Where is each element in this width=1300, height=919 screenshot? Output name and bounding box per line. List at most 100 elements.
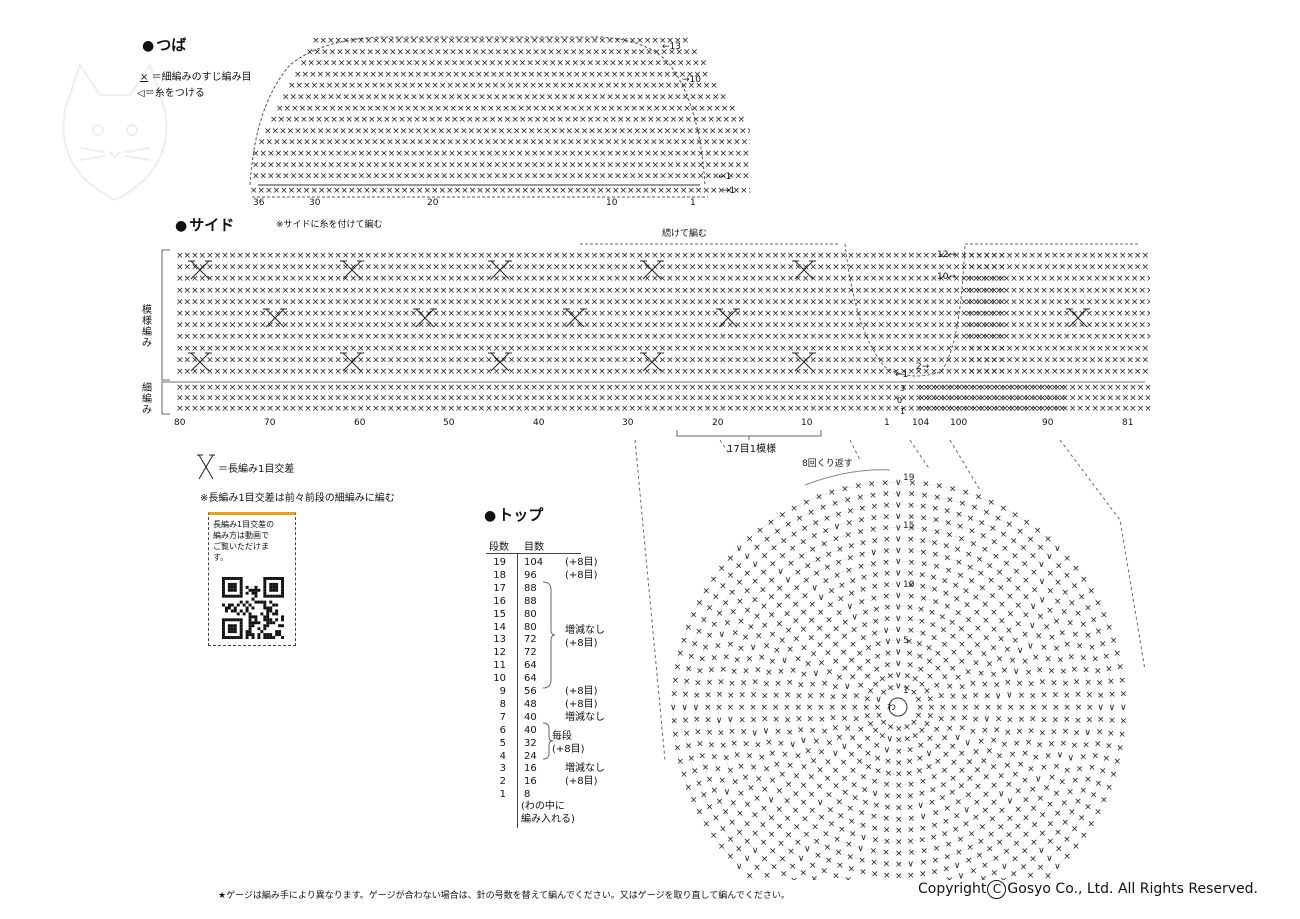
top-stitch: ×: [800, 763, 808, 773]
top-stitch: ×: [911, 675, 919, 685]
top-stitch: ×: [825, 856, 833, 866]
top-stitch: ×: [780, 870, 788, 880]
top-stitch: ×: [793, 635, 801, 645]
top-stitch: ×: [801, 815, 809, 825]
top-stitch: ×: [1066, 618, 1074, 628]
top-stitch: ×: [856, 757, 864, 767]
top-stitch: ×: [683, 677, 691, 687]
qr-module: [275, 633, 279, 637]
table-row-num: 19: [493, 557, 506, 568]
top-stitch: ×: [1082, 740, 1090, 750]
qr-module: [263, 624, 267, 628]
qr-text-3: ご覧いただけま: [213, 542, 269, 551]
top-stitch: ∨: [752, 846, 759, 856]
top-stitch: ×: [712, 814, 720, 824]
top-stitch: ×: [1029, 552, 1037, 562]
top-stitch: ×: [871, 777, 879, 787]
top-stitch: ∨: [1030, 602, 1037, 612]
qr-module: [269, 636, 273, 639]
top-stitch: ×: [972, 813, 980, 823]
qr-code-icon[interactable]: [222, 577, 284, 639]
top-stitch: ∨: [895, 580, 902, 590]
qr-module: [248, 624, 252, 628]
top-stitch: ×: [1068, 808, 1076, 818]
top-stitch: ×: [1046, 837, 1054, 847]
top-stitch: ×: [746, 752, 754, 762]
top-stitch: ×: [895, 849, 903, 859]
top-stitch: ×: [946, 875, 954, 880]
top-stitch: ×: [1097, 691, 1105, 701]
top-stitch: ×: [840, 703, 848, 713]
top-stitch: ×: [939, 612, 947, 622]
top-stitch: ×: [872, 726, 880, 736]
top-stitch: ×: [966, 774, 974, 784]
top-stitch: ∨: [920, 812, 927, 822]
table-row-num: 17: [493, 582, 506, 594]
top-stitch: ×: [1040, 643, 1048, 653]
top-stitch: ×: [1000, 504, 1008, 514]
top-stitch: ×: [727, 554, 735, 564]
top-stitch: ∨: [895, 670, 902, 680]
top-stitch: ×: [933, 879, 941, 880]
top-stitch: ∨: [811, 584, 818, 594]
qr-module: [281, 591, 284, 595]
top-stitch: ×: [846, 804, 854, 814]
top-stitch: ×: [841, 632, 849, 642]
qr-module: [239, 627, 243, 631]
top-stitch: ×: [761, 703, 769, 713]
top-stitch: ×: [909, 478, 917, 488]
top-stitch: ×: [799, 868, 807, 878]
top-stitch: ×: [794, 568, 802, 578]
qr-module: [275, 630, 279, 634]
top-stitch: ×: [1016, 727, 1024, 737]
side-row: ××××××××××××××××××××××××××××××××××××××××…: [176, 309, 1006, 319]
top-stitch: ×: [872, 680, 880, 690]
top-stitch: ×: [804, 747, 812, 757]
top-stitch: ×: [809, 600, 817, 610]
qr-module: [281, 579, 284, 583]
qr-module: [230, 609, 234, 613]
top-stitch: ×: [1021, 847, 1029, 857]
top-stitch: ×: [1062, 588, 1070, 598]
top-stitch: ×: [832, 724, 840, 734]
top-stitch: ×: [880, 688, 888, 698]
top-stitch: ×: [981, 600, 989, 610]
top-stitch: ×: [809, 545, 817, 555]
top-stitch: ∨: [954, 861, 961, 871]
qr-module: [227, 582, 231, 586]
top-stitch: ×: [1067, 652, 1075, 662]
top-stitch: ×: [1027, 871, 1035, 880]
top-stitch: ×: [1039, 829, 1047, 839]
stitch-num-36: 36: [253, 198, 265, 208]
top-stitch: ×: [776, 787, 784, 797]
group-bracket-a: [542, 581, 556, 689]
qr-module: [254, 594, 258, 598]
side-row: ××××××××××××××××××××××××××××××××××××××××…: [176, 367, 1006, 377]
top-stitch: ×: [840, 758, 848, 768]
top-stitch: ×: [727, 766, 735, 776]
qr-module: [248, 618, 252, 622]
top-stitch: ∨: [1046, 854, 1053, 864]
top-stitch: ×: [907, 569, 915, 579]
top-stitch: ×: [1107, 729, 1115, 739]
top-stitch: ×: [1025, 738, 1033, 748]
qr-module: [272, 577, 276, 580]
top-stitch: ×: [815, 493, 823, 503]
qr-module: [254, 588, 258, 592]
top-stitch: ×: [1022, 813, 1030, 823]
qr-module: [275, 588, 279, 592]
top-stitch: ×: [777, 739, 785, 749]
qr-module: [239, 600, 243, 604]
top-stitch: ×: [980, 756, 988, 766]
top-stitch: ×: [792, 806, 800, 816]
top-stitch: ×: [1105, 742, 1113, 752]
top-stitch: ×: [824, 632, 832, 642]
top-stitch: ×: [1096, 727, 1104, 737]
qr-module: [239, 591, 243, 595]
table-row-num: 3: [499, 763, 506, 775]
top-stitch: ×: [1037, 612, 1045, 622]
qr-module: [245, 585, 249, 589]
cross-dc-mark: [488, 260, 512, 280]
